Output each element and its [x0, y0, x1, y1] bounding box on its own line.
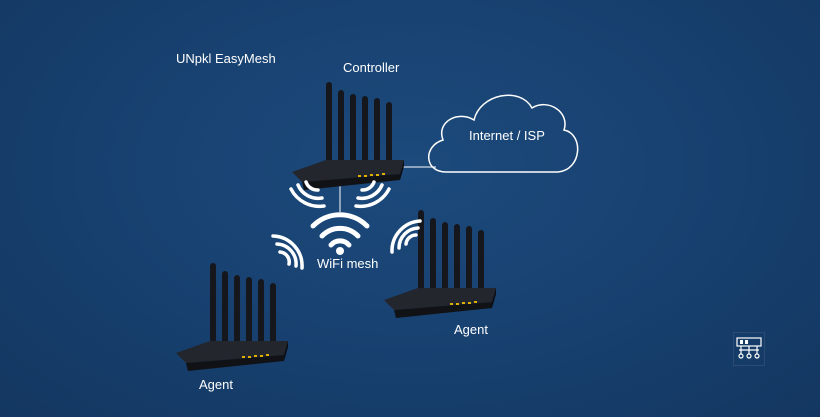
agent-left-label: Agent: [199, 377, 233, 392]
network-logo-icon: [736, 337, 762, 359]
agent-right-label: Agent: [454, 322, 488, 337]
brand-title: UNpkl EasyMesh: [176, 51, 276, 66]
cloud-label: Internet / ISP: [469, 128, 545, 143]
controller-router-icon: [292, 82, 404, 190]
agent-right-router-icon: [384, 210, 496, 318]
controller-signal-right-icon: [354, 180, 391, 209]
wifi-dot-icon: [336, 247, 344, 255]
controller-signal-left-icon: [289, 180, 326, 209]
controller-label: Controller: [343, 60, 400, 75]
cloud-icon: [428, 94, 579, 173]
agent-left-router-icon: [176, 263, 288, 371]
mesh-label: WiFi mesh: [317, 256, 379, 271]
wifi-mesh-icon: [310, 212, 370, 248]
agent-right-signal-icon: [390, 219, 422, 254]
logo-badge: [733, 332, 765, 366]
agent-left-signal-icon: [271, 234, 304, 270]
